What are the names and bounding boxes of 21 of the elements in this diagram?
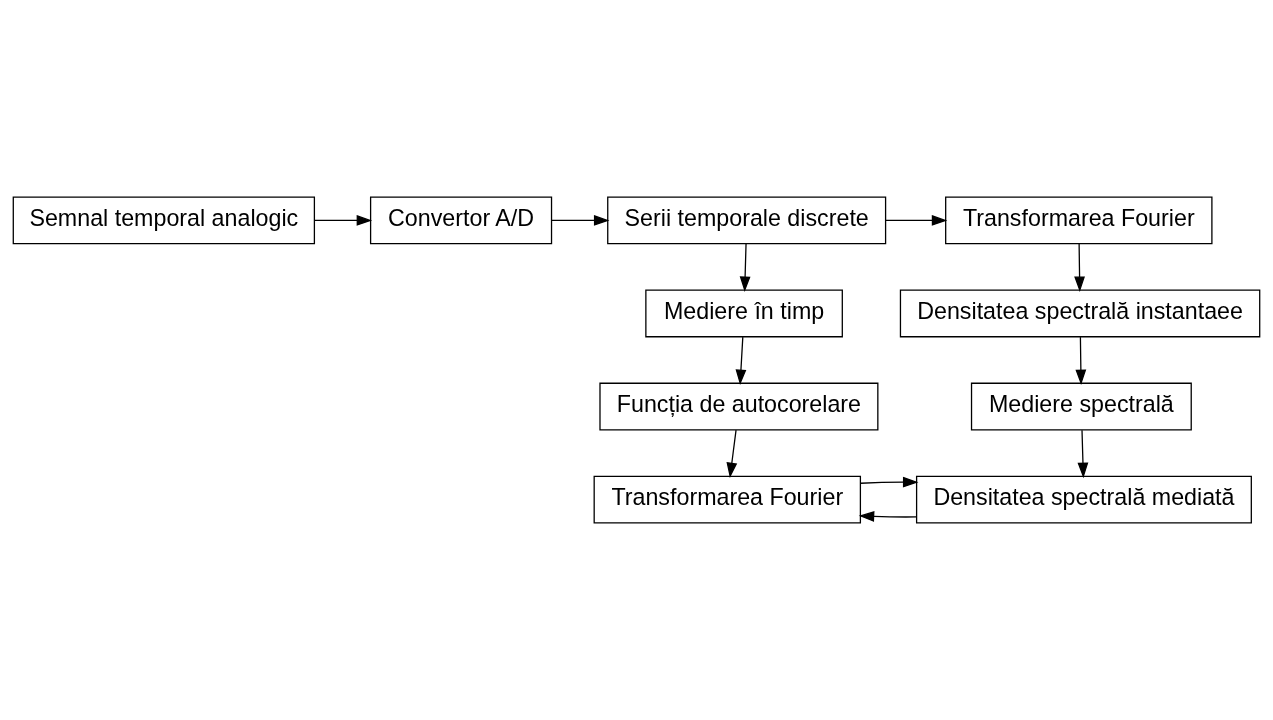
node-box: Mediere spectrală xyxy=(970,382,1192,431)
arrow xyxy=(551,215,610,226)
node-box: Densitatea spectrală instantaee xyxy=(899,289,1261,338)
node-box: Mediere în timp xyxy=(645,289,843,338)
arrow xyxy=(858,511,918,522)
arrow xyxy=(1075,336,1087,386)
arrow xyxy=(735,336,747,386)
node-box: Semnal temporal analogic xyxy=(12,196,316,245)
arrow xyxy=(1074,243,1085,293)
node-box: Transformarea Fourier xyxy=(945,196,1213,245)
node-box: Densitatea spectrală mediată xyxy=(915,475,1252,524)
arrow xyxy=(314,215,373,226)
arrow xyxy=(1077,429,1089,479)
node-box: Convertor A/D xyxy=(369,196,553,245)
arrow xyxy=(739,243,751,293)
arrow xyxy=(885,215,948,226)
arrow xyxy=(726,429,738,479)
node-box: Transformarea Fourier xyxy=(593,475,862,524)
node-box: Serii temporale discrete xyxy=(607,196,887,245)
arrow xyxy=(860,476,919,488)
node-box: Funcția de autocorelare xyxy=(599,382,879,431)
